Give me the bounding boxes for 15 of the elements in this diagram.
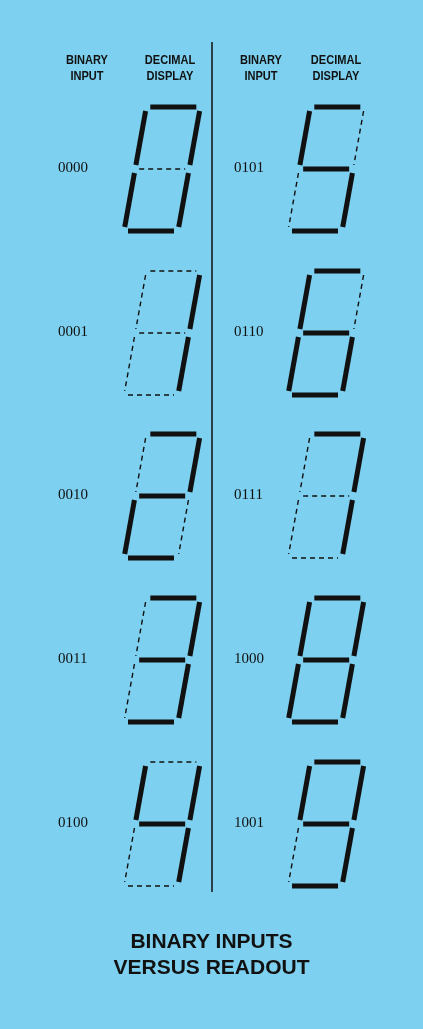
column-header: DECIMAL DISPLAY [143,52,197,84]
column-header: BINARY INPUT [65,52,109,84]
binary-input-code: 1000 [234,650,264,667]
binary-input-code: 0001 [58,323,88,340]
binary-input-code: 0011 [58,650,88,667]
binary-input-code: 0101 [234,159,264,176]
binary-input-code: 0000 [58,159,88,176]
column-header: BINARY INPUT [239,52,283,84]
column-header: DECIMAL DISPLAY [309,52,363,84]
caption: BINARY INPUTS VERSUS READOUT [112,928,311,980]
binary-input-code: 0110 [234,323,264,340]
binary-input-code: 0111 [234,486,263,503]
binary-input-code: 1001 [234,814,264,831]
binary-input-code: 0010 [58,486,88,503]
binary-input-code: 0100 [58,814,88,831]
